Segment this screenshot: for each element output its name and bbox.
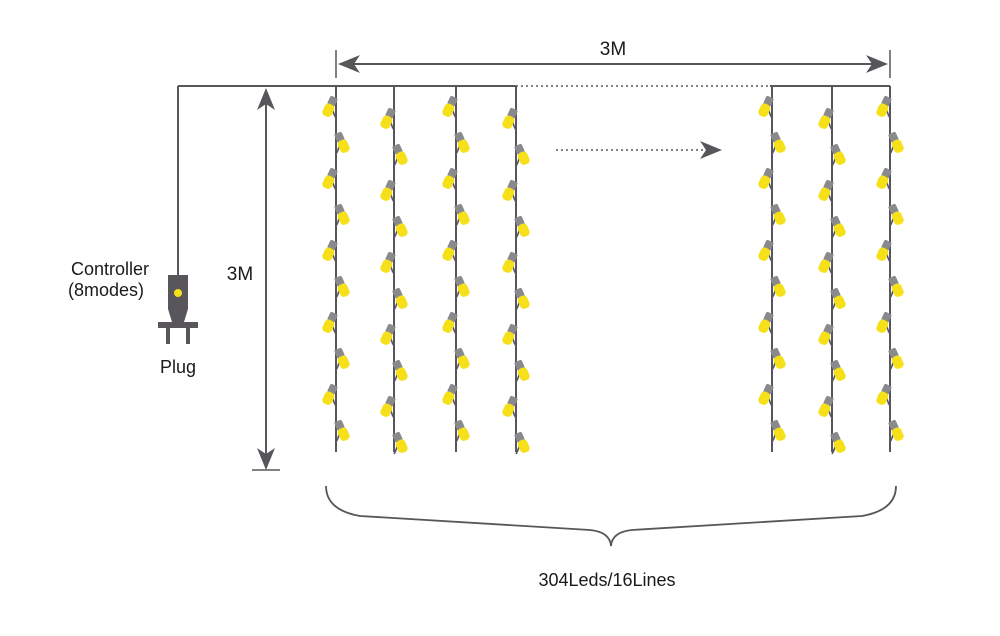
led-strand [756,86,788,452]
led-strand [320,86,352,452]
plug-body [168,309,188,322]
controller-plug: Controller (8modes) Plug [68,259,198,377]
top-wire [177,85,890,276]
controller-led-icon [174,289,182,297]
led-strand [440,86,472,452]
led-summary-label: 304Leds/16Lines [538,570,675,590]
width-label: 3M [600,39,626,60]
led-strands [320,86,906,456]
led-strand [378,86,410,456]
height-label: 3M [227,264,253,285]
controller-label: Controller [71,259,149,279]
led-strand [816,86,848,456]
led-strand [874,86,906,452]
width-dimension: 3M [335,39,891,78]
plug-plate [158,322,198,328]
plug-prong-right [186,328,190,344]
plug-prong-left [166,328,170,344]
height-dimension: 3M [227,88,280,471]
plug-label: Plug [160,357,196,377]
plug-icon [158,275,198,344]
strands-brace [325,485,897,547]
led-strand [500,86,532,456]
controller-modes-label: (8modes) [68,280,144,300]
